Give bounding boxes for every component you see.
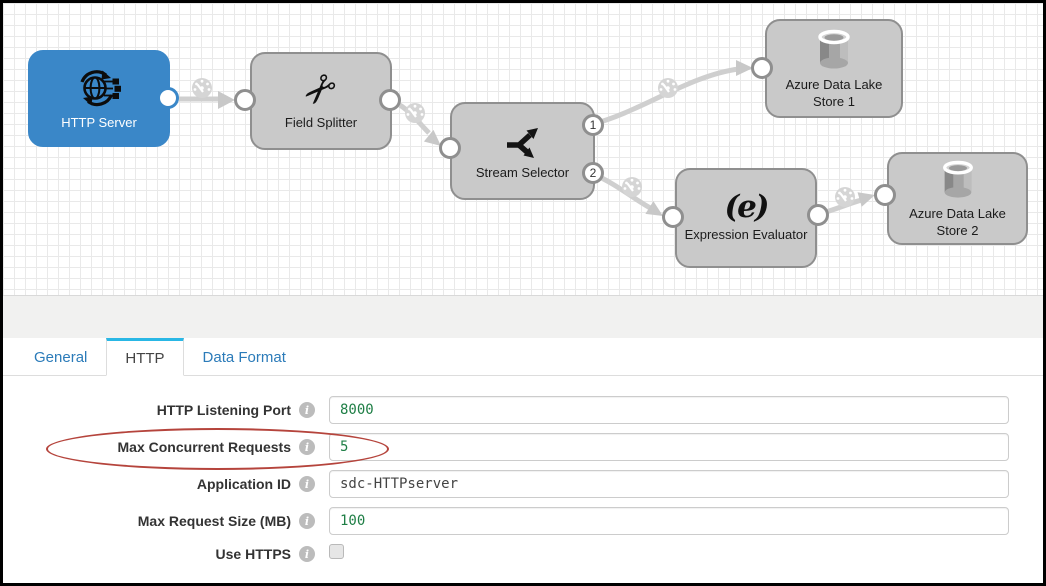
field-row-http-listening-port: HTTP Listening Port i bbox=[33, 396, 1009, 424]
expression-icon: (e) bbox=[724, 189, 769, 226]
node-azure-data-lake-store-2[interactable]: Azure Data Lake Store 2 bbox=[887, 152, 1028, 245]
node-http-server[interactable]: HTTP Server bbox=[28, 50, 170, 147]
max-request-size-input[interactable] bbox=[329, 507, 1009, 535]
tab-data-format[interactable]: Data Format bbox=[202, 348, 286, 366]
max-concurrent-requests-input[interactable] bbox=[329, 433, 1009, 461]
port-adls2-input[interactable] bbox=[874, 184, 896, 206]
gauge-icon bbox=[656, 76, 680, 100]
http-listening-port-input[interactable] bbox=[329, 396, 1009, 424]
http-server-icon bbox=[75, 65, 123, 111]
tab-general[interactable]: General bbox=[34, 348, 88, 366]
port-expression-evaluator-input[interactable] bbox=[662, 206, 684, 228]
stage-config-panel: General HTTP Data Format HTTP Listening … bbox=[3, 338, 1043, 564]
info-icon[interactable]: i bbox=[299, 476, 315, 492]
node-label: Field Splitter bbox=[284, 114, 358, 130]
field-label: Use HTTPS bbox=[215, 546, 291, 562]
port-field-splitter-input[interactable] bbox=[234, 89, 256, 111]
field-row-application-id: Application ID i bbox=[33, 470, 1009, 498]
field-label: Max Request Size (MB) bbox=[137, 513, 291, 529]
port-field-splitter-output[interactable] bbox=[379, 89, 401, 111]
scissors-icon: ✂ bbox=[292, 62, 350, 119]
info-icon[interactable]: i bbox=[299, 439, 315, 455]
field-label: Max Concurrent Requests bbox=[117, 439, 291, 455]
field-row-max-request-size: Max Request Size (MB) i bbox=[33, 507, 1009, 535]
tab-http[interactable]: HTTP bbox=[106, 338, 184, 376]
branch-icon bbox=[502, 121, 544, 161]
port-label: 2 bbox=[589, 166, 597, 180]
field-label: Application ID bbox=[196, 476, 291, 492]
port-stream-selector-input[interactable] bbox=[439, 137, 461, 159]
field-row-max-concurrent-requests: Max Concurrent Requests i bbox=[33, 428, 1009, 470]
database-icon bbox=[939, 158, 977, 202]
node-azure-data-lake-store-1[interactable]: Azure Data Lake Store 1 bbox=[765, 19, 903, 118]
info-icon[interactable]: i bbox=[299, 402, 315, 418]
config-tab-bar: General HTTP Data Format bbox=[3, 338, 1043, 376]
gauge-icon bbox=[403, 101, 427, 125]
info-icon[interactable]: i bbox=[299, 513, 315, 529]
gauge-icon bbox=[833, 185, 857, 209]
node-label: Azure Data Lake Store 2 bbox=[909, 206, 1006, 238]
application-id-input[interactable] bbox=[329, 470, 1009, 498]
info-icon[interactable]: i bbox=[299, 546, 315, 562]
database-icon bbox=[814, 27, 854, 73]
port-http-server-output[interactable] bbox=[157, 87, 179, 109]
pipeline-canvas[interactable]: HTTP Server ✂ Field Splitter Stream Sele… bbox=[3, 3, 1043, 295]
port-label: 1 bbox=[589, 118, 597, 132]
use-https-checkbox[interactable] bbox=[329, 544, 344, 559]
node-stream-selector[interactable]: Stream Selector bbox=[450, 102, 595, 200]
node-label: HTTP Server bbox=[61, 115, 137, 131]
port-expression-evaluator-output[interactable] bbox=[807, 204, 829, 226]
http-config-form: HTTP Listening Port i Max Concurrent Req… bbox=[3, 376, 1043, 564]
node-label: Expression Evaluator bbox=[684, 227, 808, 243]
canvas-footer-strip bbox=[3, 295, 1043, 338]
node-field-splitter[interactable]: ✂ Field Splitter bbox=[250, 52, 392, 150]
port-adls1-input[interactable] bbox=[751, 57, 773, 79]
node-label: Stream Selector bbox=[475, 164, 570, 180]
field-label: HTTP Listening Port bbox=[156, 402, 291, 418]
field-row-use-https: Use HTTPS i bbox=[33, 544, 1009, 564]
node-label: Azure Data Lake Store 1 bbox=[785, 77, 883, 109]
port-stream-selector-output-2[interactable]: 2 bbox=[582, 162, 604, 184]
node-expression-evaluator[interactable]: (e) Expression Evaluator bbox=[675, 168, 817, 268]
port-stream-selector-output-1[interactable]: 1 bbox=[582, 114, 604, 136]
gauge-icon bbox=[190, 76, 214, 100]
gauge-icon bbox=[620, 175, 644, 199]
